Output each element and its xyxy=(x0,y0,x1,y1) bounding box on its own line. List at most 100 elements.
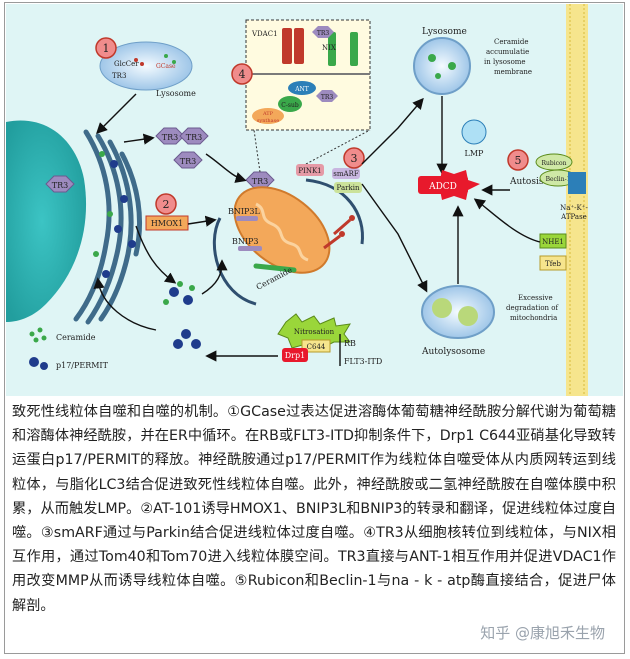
arrow-tr3-mito xyxy=(205,153,247,183)
lc3-markers xyxy=(323,215,355,250)
svg-text:NHE1: NHE1 xyxy=(542,238,564,246)
step5-badge: 5 xyxy=(507,149,529,171)
ceramide-permit-cluster xyxy=(163,281,195,305)
svg-text:VDAC1: VDAC1 xyxy=(251,30,278,38)
hmox1: HMOX1 xyxy=(145,215,189,231)
svg-text:TR3: TR3 xyxy=(252,177,268,186)
svg-text:p17/PERMIT: p17/PERMIT xyxy=(56,361,109,370)
svg-text:PINK1: PINK1 xyxy=(298,167,321,175)
adcd-badge: ADCD xyxy=(418,170,480,200)
svg-text:membrane: membrane xyxy=(494,68,532,76)
zoom-line-1 xyxy=(253,129,261,173)
nucleus xyxy=(6,120,87,323)
svg-text:5: 5 xyxy=(515,154,522,167)
step1-badge: 1 xyxy=(95,37,117,59)
mechanism-diagram: TR3 TR3 GlcCer GCase Lysosome 1 TR3 TR3 … xyxy=(6,4,623,396)
svg-text:ATP: ATP xyxy=(262,111,274,117)
svg-text:accumulatie: accumulatie xyxy=(486,48,529,56)
permit-on-er xyxy=(102,160,136,278)
svg-text:TR3: TR3 xyxy=(112,72,126,80)
svg-text:1: 1 xyxy=(103,42,110,55)
ceramide-accumulation-note: Ceramide accumulatie in lysosome membran… xyxy=(484,38,532,76)
bnip3: BNIP3 xyxy=(232,237,262,251)
autolysosome: Autolysosome xyxy=(421,285,495,357)
rubicon-beclin: Rubicon Beclin-1 xyxy=(535,153,577,187)
arrow-mito-autolyso xyxy=(361,183,428,293)
svg-text:in lysosome: in lysosome xyxy=(484,58,526,66)
diagram-canvas: TR3 TR3 GlcCer GCase Lysosome 1 TR3 TR3 … xyxy=(6,4,588,396)
ceramide-mito: Ceramide xyxy=(253,263,297,292)
endoplasmic-reticulum xyxy=(73,129,143,325)
tfeb: Tfeb xyxy=(539,255,567,271)
svg-text:TR3: TR3 xyxy=(180,157,196,166)
svg-text:mitochondria: mitochondria xyxy=(510,314,557,322)
lysosome-large: Lysosome xyxy=(413,27,471,95)
na-k-atpase: Na⁺-K⁺- ATPase xyxy=(560,172,588,221)
tr3-nucleus: TR3 xyxy=(45,175,75,193)
zoom-line-2 xyxy=(305,129,371,165)
svg-text:Rubicon: Rubicon xyxy=(542,160,567,167)
drp1: Drp1 xyxy=(282,348,308,362)
svg-text:4: 4 xyxy=(239,68,246,81)
svg-text:GlcCer: GlcCer xyxy=(114,60,139,68)
svg-text:ATPase: ATPase xyxy=(560,213,587,221)
svg-text:ANT: ANT xyxy=(294,86,309,93)
bnip3l: BNIP3L xyxy=(228,207,261,221)
svg-text:Lysosome: Lysosome xyxy=(156,89,196,98)
svg-text:BNIP3L: BNIP3L xyxy=(228,207,261,216)
smarf-parkin: smARF Parkin xyxy=(332,168,362,193)
svg-text:NIX: NIX xyxy=(322,44,336,52)
tr3-cluster: TR3 TR3 TR3 TR3 xyxy=(155,127,275,189)
svg-text:2: 2 xyxy=(163,198,170,211)
svg-text:C644: C644 xyxy=(307,343,326,351)
permit-release xyxy=(173,329,201,349)
step4-box: VDAC1 NIX TR3 ANT TR3 C-sub ATP synthase xyxy=(245,19,371,131)
step2-badge: 2 xyxy=(155,193,177,215)
svg-text:Nitrosation: Nitrosation xyxy=(294,328,335,336)
svg-text:TR3: TR3 xyxy=(52,181,68,190)
figure-caption: 致死性线粒体自噬和自噬的机制。①GCase过表达促进溶酶体葡萄糖神经酰胺分解代谢… xyxy=(12,404,616,614)
svg-text:degradation of: degradation of xyxy=(506,304,559,312)
svg-text:Tfeb: Tfeb xyxy=(545,260,561,268)
membrane-stripe xyxy=(566,4,588,396)
svg-text:GCase: GCase xyxy=(156,63,176,70)
mitochondrion xyxy=(233,186,331,274)
svg-text:RB: RB xyxy=(344,339,356,348)
arrow-nhe1-adcd xyxy=(473,198,541,243)
legend: Ceramide p17/PERMIT xyxy=(29,327,109,370)
svg-text:Lysosome: Lysosome xyxy=(422,27,467,37)
svg-text:Autolysosome: Autolysosome xyxy=(421,347,485,357)
svg-text:Ceramide: Ceramide xyxy=(494,38,529,46)
svg-text:Ceramide: Ceramide xyxy=(56,333,96,342)
step1-lysosome: TR3 GlcCer GCase Lysosome xyxy=(99,41,196,98)
arrow-er-tr3 xyxy=(123,133,155,145)
svg-text:Drp1: Drp1 xyxy=(285,351,305,360)
svg-text:3: 3 xyxy=(351,152,358,165)
svg-text:ADCD: ADCD xyxy=(428,182,457,192)
arrow-ceramide-mito xyxy=(201,259,228,295)
pink1: PINK1 xyxy=(296,164,324,176)
svg-text:Na⁺-K⁺-: Na⁺-K⁺- xyxy=(560,204,588,212)
legend-permit-icon xyxy=(29,357,48,370)
arrow-mito-lyso xyxy=(361,97,424,165)
svg-text:Parkin: Parkin xyxy=(337,184,360,192)
arrow-hmox1 xyxy=(187,215,217,227)
arrow-lyso-er xyxy=(96,93,137,134)
svg-text:TR3: TR3 xyxy=(186,133,202,142)
nitrosation: Nitrosation xyxy=(277,313,351,349)
watermark: 知乎 @康旭禾生物 xyxy=(477,622,608,643)
lmp: LMP xyxy=(461,119,487,158)
svg-text:HMOX1: HMOX1 xyxy=(151,219,183,228)
svg-text:smARF: smARF xyxy=(333,170,359,178)
step4-badge: 4 xyxy=(231,63,253,85)
excessive-degradation-note: Excessive degradation of mitochondria xyxy=(506,294,559,322)
svg-text:BNIP3: BNIP3 xyxy=(232,237,259,246)
svg-text:LMP: LMP xyxy=(465,149,485,158)
svg-text:synthase: synthase xyxy=(257,118,279,124)
svg-text:Excessive: Excessive xyxy=(518,294,553,302)
ceramide-on-er xyxy=(93,151,113,257)
arrow-er-ceramide xyxy=(135,225,177,284)
svg-text:Beclin-1: Beclin-1 xyxy=(546,176,571,183)
svg-text:TR3: TR3 xyxy=(317,30,330,37)
legend-ceramide-icon xyxy=(29,327,47,343)
